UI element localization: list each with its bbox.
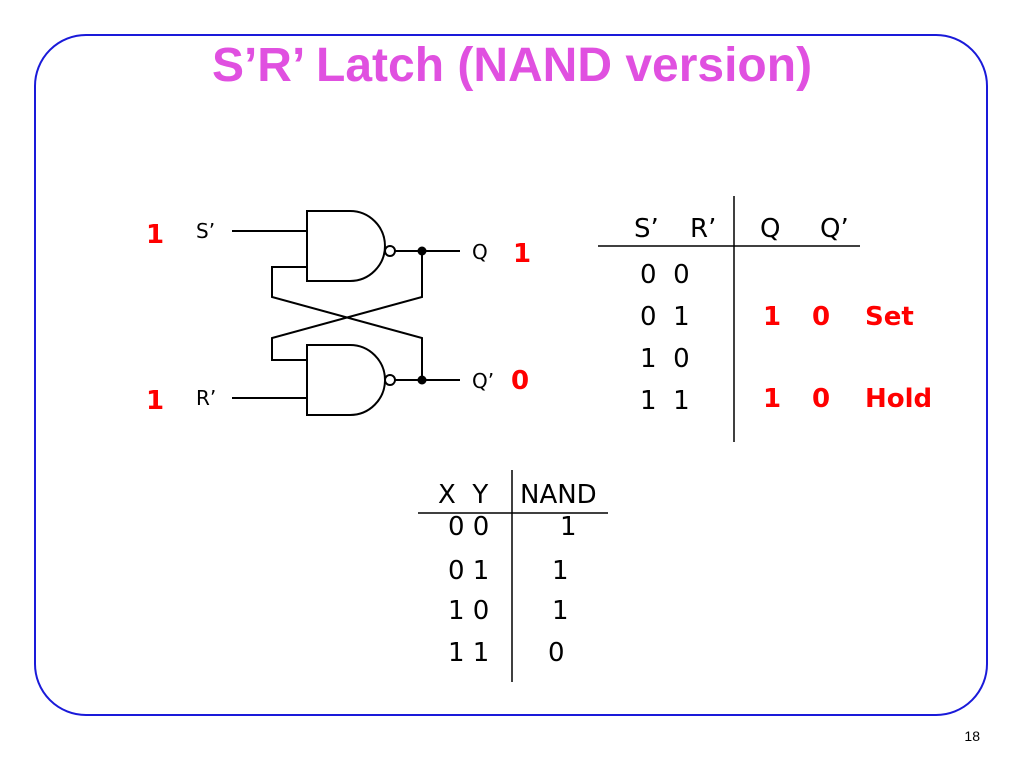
q-value: 1: [513, 239, 532, 269]
nand-row-3-out: 1: [552, 596, 569, 626]
nand-row-4-xy: 1 1: [448, 638, 490, 668]
nand-row-2-out: 1: [552, 556, 569, 586]
latch-header-q: Q: [760, 214, 781, 244]
latch-row-2: 0 1: [640, 302, 690, 332]
set-qbar-value: 0: [812, 302, 831, 332]
hold-qbar-value: 0: [812, 384, 831, 414]
nand-header-out: NAND: [520, 480, 597, 510]
nand-header-xy: X Y: [438, 480, 489, 510]
q-label: Q: [472, 240, 488, 264]
top-nand-gate: [306, 210, 386, 282]
qbar-junction-dot: [417, 375, 427, 385]
nand-row-1-xy: 0 0: [448, 512, 490, 542]
latch-header-s: S’: [634, 214, 659, 244]
r-label: R’: [196, 386, 217, 410]
slide-frame: [34, 34, 988, 716]
latch-row-3: 1 0: [640, 344, 690, 374]
nand-row-3-xy: 1 0: [448, 596, 490, 626]
qbar-label: Q’: [472, 369, 495, 393]
latch-header-qbar: Q’: [820, 214, 849, 244]
nand-row-2-xy: 0 1: [448, 556, 490, 586]
s-value: 1: [146, 220, 165, 250]
top-gate-bubble: [384, 245, 396, 257]
qbar-value: 0: [511, 366, 530, 396]
set-label: Set: [865, 302, 914, 332]
latch-row-1: 0 0: [640, 260, 690, 290]
nand-row-4-out: 0: [548, 638, 565, 668]
q-feedback-wire: [271, 251, 423, 361]
r-value: 1: [146, 386, 165, 416]
bottom-nand-gate: [306, 344, 386, 416]
latch-header-r: R’: [690, 214, 717, 244]
latch-row-4: 1 1: [640, 386, 690, 416]
slide-number: 18: [964, 728, 980, 744]
top-feedback-input-wire: [271, 266, 423, 380]
hold-label: Hold: [865, 384, 933, 414]
s-label: S’: [196, 219, 216, 243]
q-junction-dot: [417, 246, 427, 256]
nand-row-1-out: 1: [560, 512, 577, 542]
bottom-gate-bubble: [384, 374, 396, 386]
slide-title: S’R’ Latch (NAND version): [211, 39, 813, 92]
set-q-value: 1: [763, 302, 782, 332]
hold-q-value: 1: [763, 384, 782, 414]
